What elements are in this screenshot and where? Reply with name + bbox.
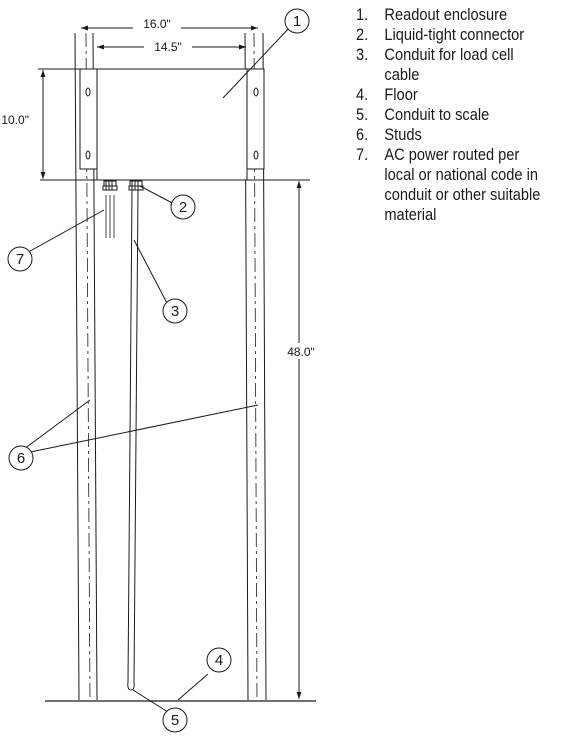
callout-2: 2 — [179, 199, 187, 216]
legend-number: 2. — [356, 25, 369, 44]
legend-item-3: 3. Conduit for load cell cable — [356, 45, 552, 85]
legend-item-6: 6. Studs — [356, 125, 552, 145]
legend-label: Studs — [384, 125, 422, 144]
legend-number: 6. — [356, 125, 369, 144]
callout-5: 5 — [171, 712, 179, 729]
legend-item-2: 2. Liquid-tight connector — [356, 25, 552, 45]
legend-number: 5. — [356, 105, 369, 124]
legend-label: Conduit to scale — [384, 105, 490, 124]
legend-item-4: 4. Floor — [356, 85, 552, 105]
dimension-label-48in: 48.0" — [287, 345, 315, 359]
legend-item-7: 7. AC power routed per local or national… — [356, 145, 552, 225]
dimension-label-14.5in: 14.5" — [154, 40, 182, 54]
parts-legend: 1. Readout enclosure 2. Liquid-tight con… — [356, 5, 552, 225]
ac-power-connector — [102, 180, 118, 238]
callout-7: 7 — [16, 251, 24, 268]
left-mounting-bracket — [79, 68, 98, 170]
callout-6: 6 — [17, 450, 25, 467]
dimension-10in — [38, 68, 80, 179]
legend-item-1: 1. Readout enclosure — [356, 5, 552, 25]
callout-4: 4 — [215, 652, 223, 669]
callout-3: 3 — [171, 303, 179, 320]
legend-number: 3. — [356, 45, 369, 64]
legend-number: 4. — [356, 85, 369, 104]
dimension-label-16in: 16.0" — [143, 17, 171, 31]
load-cell-conduit — [127, 189, 139, 691]
legend-label: Floor — [384, 85, 418, 104]
callout-1: 1 — [293, 13, 301, 30]
legend-number: 1. — [356, 5, 369, 24]
right-mounting-bracket — [246, 68, 265, 170]
liquid-tight-connector — [128, 180, 144, 191]
legend-label: Liquid-tight connector — [384, 25, 525, 44]
legend-number: 7. — [356, 145, 369, 164]
legend-label: AC power routed per local or national co… — [384, 145, 541, 224]
legend-label: Conduit for load cell cable — [384, 45, 514, 84]
readout-enclosure — [96, 68, 248, 181]
legend-label: Readout enclosure — [384, 5, 508, 24]
legend-item-5: 5. Conduit to scale — [356, 105, 552, 125]
dimension-label-10in: 10.0" — [1, 113, 29, 127]
